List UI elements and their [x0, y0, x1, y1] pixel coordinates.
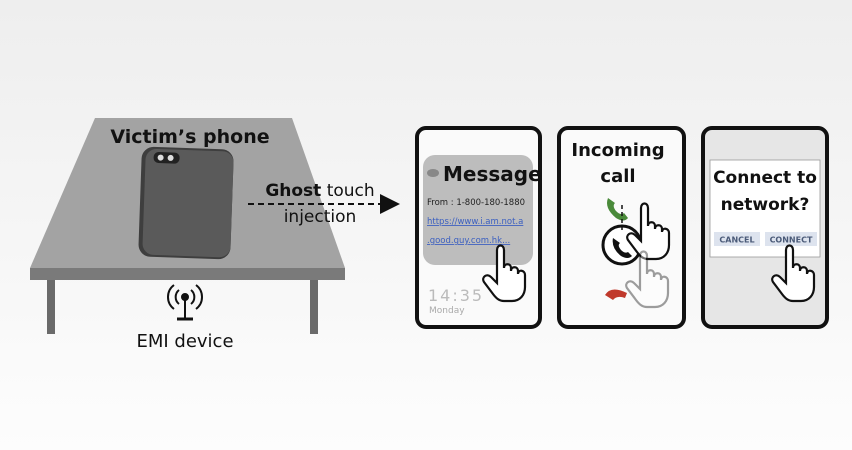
connect-network-screen: Connect to network? CANCEL CONNECT [701, 126, 829, 329]
clock-day: Monday [429, 306, 465, 316]
ghost-touch-label: Ghost touch [265, 181, 374, 201]
network-title-1: Connect to [713, 168, 817, 188]
injection-label: injection [284, 207, 357, 227]
chat-bubble-icon [427, 169, 439, 177]
cancel-button[interactable] [714, 232, 760, 246]
incoming-call-screen: Incoming call [557, 126, 686, 329]
message-link-2[interactable]: .good.guy.com.hk... [427, 236, 510, 246]
network-title-2: network? [721, 195, 810, 215]
call-title-1: Incoming [571, 140, 664, 161]
phone-icon [612, 238, 632, 258]
connect-button[interactable] [765, 232, 817, 246]
emi-device-label: EMI device [136, 331, 233, 352]
call-title-2: call [600, 166, 635, 187]
message-title: Message [443, 162, 542, 186]
cancel-label[interactable]: CANCEL [719, 236, 754, 245]
message-screen: Message From : 1-800-180-1880 https://ww… [415, 126, 542, 329]
connect-label[interactable]: CONNECT [770, 236, 813, 245]
antenna-icon [167, 284, 203, 321]
message-link-1[interactable]: https://www.i.am.not.a [427, 217, 523, 227]
clock-time: 14:35 [428, 286, 484, 305]
victim-phone-label: Victim’s phone [110, 126, 269, 148]
message-from: From : 1-800-180-1880 [427, 198, 525, 208]
decline-call-icon[interactable] [605, 289, 627, 300]
victim-phone [138, 146, 234, 260]
